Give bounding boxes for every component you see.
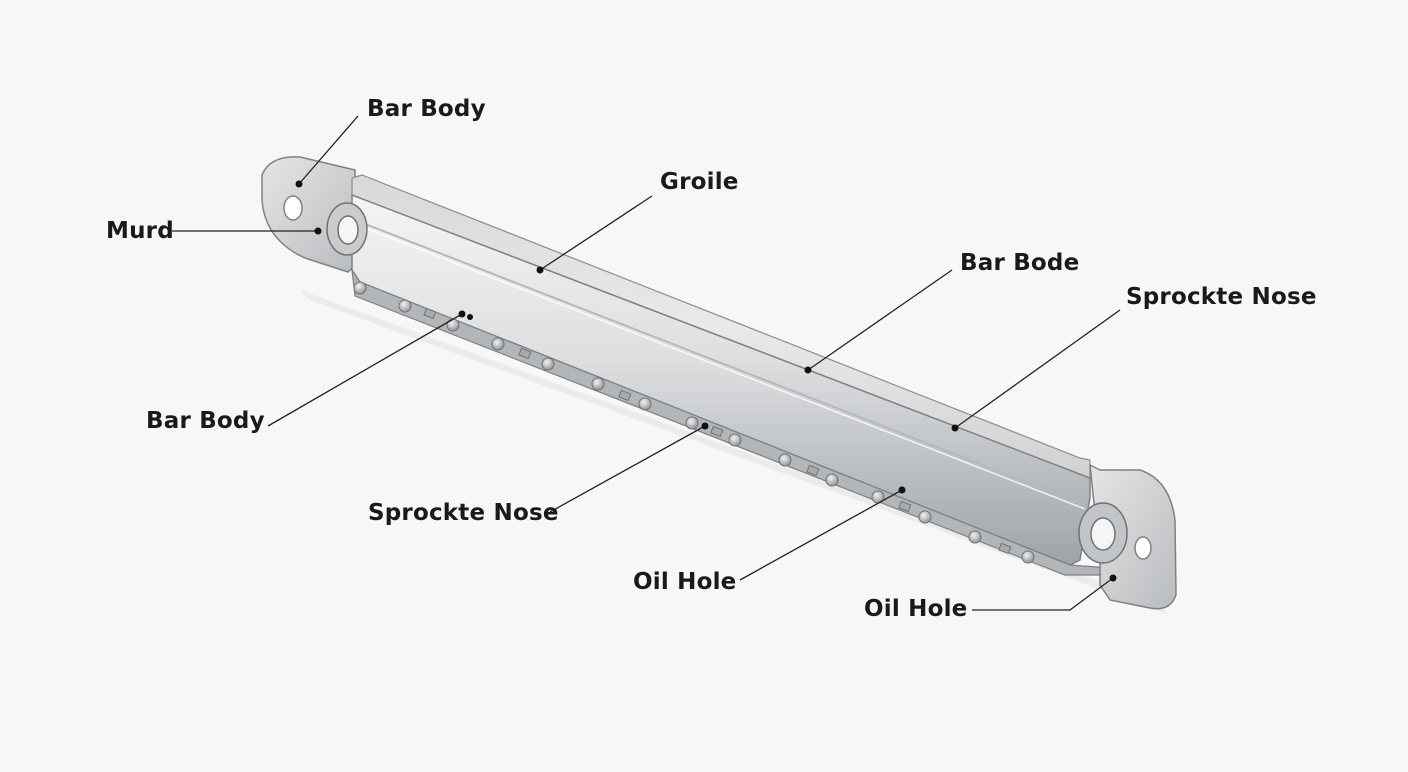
dot-bar-body-left (458, 310, 466, 318)
leader-lines (172, 115, 1121, 611)
dot-murd (314, 227, 322, 235)
right-boss-inner (1090, 517, 1116, 551)
leader-bar-bode (807, 269, 953, 371)
dot-bar-body-top (295, 180, 303, 188)
ground-shadow (300, 290, 1170, 615)
bar-groove-highlight (359, 225, 1086, 510)
right-end-plate (1089, 463, 1177, 610)
left-mount-hole (283, 195, 303, 221)
label-bar-bode: Bar Bode (960, 250, 1080, 276)
dot-sprockte-nose-bottom (701, 422, 709, 430)
dot-groile (536, 266, 544, 274)
label-sprockte-nose-right: Sprockte Nose (1126, 284, 1317, 310)
right-mount-hole (1134, 536, 1152, 560)
dot-bar-bode (804, 366, 812, 374)
label-murd: Murd (106, 218, 174, 244)
left-boss-inner (337, 215, 359, 245)
leader-groile (539, 195, 653, 271)
bar-groove-line (359, 221, 1086, 506)
leader-sprockte-nose-right (954, 309, 1121, 429)
leader-oil-hole-bottom (739, 489, 903, 581)
label-groile: Groile (660, 169, 739, 195)
label-sprockte-nose-bottom: Sprockte Nose (368, 500, 559, 526)
label-oil-hole-bottom: Oil Hole (633, 569, 737, 595)
dot-bar-body-left-2 (467, 314, 473, 320)
leader-bar-body-left (267, 313, 463, 427)
rivet-row (353, 281, 1035, 564)
label-oil-hole-right: Oil Hole (864, 596, 968, 622)
label-bar-body-top: Bar Body (367, 96, 486, 122)
leader-bar-body-top (298, 115, 359, 185)
leader-dots (295, 180, 1117, 582)
dot-oil-hole-bottom (898, 486, 906, 494)
label-bar-body-left: Bar Body (146, 408, 265, 434)
leader-oil-hole-right (972, 577, 1114, 611)
dot-oil-hole-right (1109, 574, 1117, 582)
dot-sprockte-nose-right (951, 424, 959, 432)
leader-sprockte-nose-bottom (549, 425, 706, 513)
